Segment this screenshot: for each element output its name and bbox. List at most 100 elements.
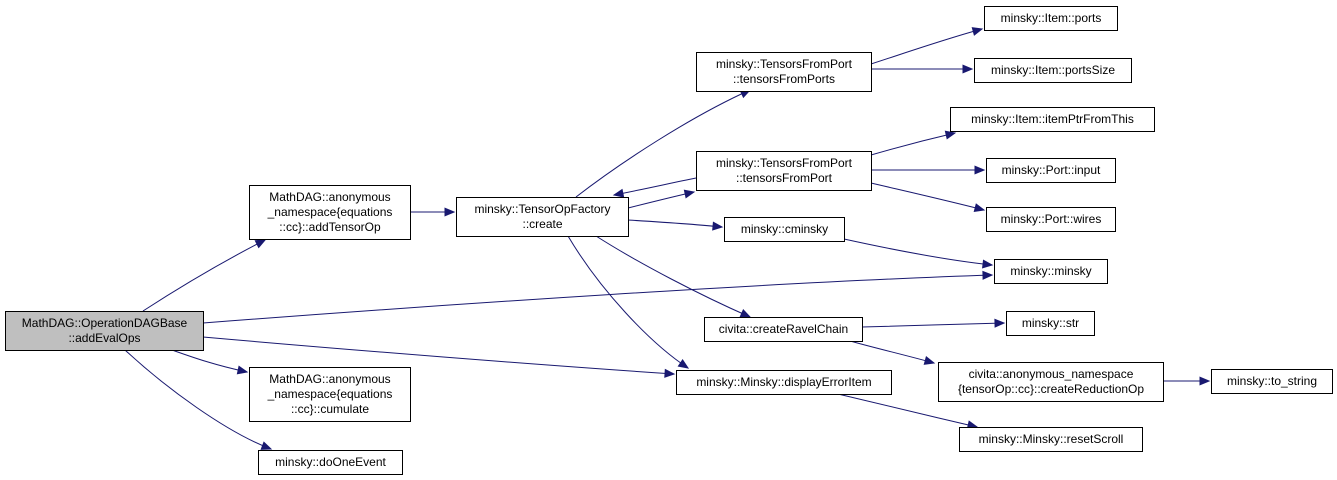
node-itemPtrFromThis[interactable]: minsky::Item::itemPtrFromThis [950,107,1155,132]
node-wires[interactable]: minsky::Port::wires [986,207,1116,232]
node-create[interactable]: minsky::TensorOpFactory::create [456,197,629,237]
arrowhead-icon [962,64,974,74]
edge-addEvalOps-to-displayErrorItem [202,336,676,378]
node-label-line: MathDAG::anonymous [269,190,390,204]
node-input[interactable]: minsky::Port::input [986,158,1116,183]
edge-addEvalOps-to-cumulate [171,349,249,375]
node-tensorsFromPorts[interactable]: minsky::TensorsFromPort::tensorsFromPort… [696,52,872,92]
arrowhead-icon [612,188,625,198]
arrowhead-icon [260,441,273,450]
edge-line [202,336,675,375]
arrowhead-icon [971,27,984,36]
node-addEvalOps[interactable]: MathDAG::OperationDAGBase::addEvalOps [5,311,204,351]
node-label-line: minsky::TensorsFromPort [716,57,853,71]
edge-create-to-createRavelChain [595,235,752,318]
node-box [249,185,411,240]
arrowhead-icon [254,239,267,249]
node-label-line: MathDAG::anonymous [269,372,390,386]
edge-line [627,191,695,209]
node-ports[interactable]: minsky::Item::ports [984,6,1118,31]
node-box [696,52,872,92]
node-label-line: ::addEvalOps [68,331,140,345]
node-label-line: ::tensorsFromPorts [733,72,835,86]
edge-line [861,322,1005,328]
edge-line [171,349,248,373]
node-label-line: MathDAG::OperationDAGBase [22,316,188,330]
edge-tensorsFromPorts-to-ports [870,27,984,65]
node-box [938,362,1164,402]
node-box [5,311,204,351]
node-cumulate[interactable]: MathDAG::anonymous_namespace{equations::… [249,367,411,422]
node-label-line: ::cc}::cumulate [291,402,369,416]
node-createRavelChain[interactable]: civita::createRavelChain [704,317,863,342]
edge-line [870,28,983,65]
edge-createReductionOp-to-to_string [1163,376,1211,386]
edge-line [142,239,266,312]
edge-addEvalOps-to-doOneEvent [124,349,273,450]
node-label-line: _namespace{equations [267,387,393,401]
node-resetScroll[interactable]: minsky::Minsky::resetScroll [959,427,1143,452]
arrowhead-icon [444,207,456,217]
edge-create-to-tensorsFromPort [627,189,696,209]
node-str[interactable]: minsky::str [1006,311,1095,336]
edge-tensorsFromPort-to-create [612,177,697,198]
arrowhead-icon [982,270,994,280]
node-createReductionOp[interactable]: civita::anonymous_namespace{tensorOp::cc… [938,362,1164,402]
edge-createRavelChain-to-createReductionOp [849,340,936,365]
edge-tensorsFromPort-to-itemPtrFromThis [870,130,957,156]
node-doOneEvent[interactable]: minsky::doOneEvent [258,450,403,475]
node-minsky[interactable]: minsky::minsky [994,259,1108,284]
node-box [456,197,629,237]
arrowhead-icon [683,189,696,199]
node-label-line: minsky::Port::wires [1001,212,1102,226]
node-label-line: minsky::cminsky [741,222,828,236]
edge-line [837,393,978,428]
node-label-line: minsky::minsky [1010,264,1091,278]
edge-tensorsFromPort-to-input [871,165,986,175]
node-label-line: ::cc}::addTensorOp [279,220,381,234]
edge-line [595,235,751,318]
edge-addEvalOps-to-addTensorOp [142,239,267,312]
node-box [724,217,845,242]
arrowhead-icon [944,130,957,140]
node-label-line: {tensorOp::cc}::createReductionOp [958,382,1144,396]
edge-line [843,238,993,266]
arrowhead-icon [712,221,724,231]
arrowhead-icon [677,358,690,369]
node-box [258,450,403,475]
node-label-line: ::create [522,217,562,231]
node-tensorsFromPort[interactable]: minsky::TensorsFromPort::tensorsFromPort [696,151,872,191]
edge-line [870,182,985,211]
arrowhead-icon [664,368,676,378]
edge-addTensorOp-to-create [410,207,456,217]
node-label-line: _namespace{equations [267,205,393,219]
node-cminsky[interactable]: minsky::cminsky [724,217,845,242]
node-to_string[interactable]: minsky::to_string [1211,369,1333,394]
node-label-line: minsky::TensorOpFactory [474,202,610,216]
node-label-line: minsky::Minsky::resetScroll [979,432,1124,446]
node-label-line: minsky::TensorsFromPort [716,156,853,170]
arrowhead-icon [973,203,986,213]
arrowhead-icon [974,165,986,175]
arrowhead-icon [982,259,994,269]
edge-tensorsFromPorts-to-portsSize [871,64,974,74]
arrowhead-icon [739,309,752,318]
node-displayErrorItem[interactable]: minsky::Minsky::displayErrorItem [676,370,892,395]
node-box [994,259,1108,284]
edge-create-to-cminsky [627,219,724,231]
arrowhead-icon [236,365,249,375]
node-box [959,427,1143,452]
node-box [986,207,1116,232]
arrowhead-icon [1199,376,1211,386]
nodes-layer: MathDAG::OperationDAGBase::addEvalOpsMat… [5,6,1333,475]
edge-line [627,219,723,228]
node-label-line: minsky::Port::input [1002,163,1101,177]
node-addTensorOp[interactable]: MathDAG::anonymous_namespace{equations::… [249,185,411,240]
edge-create-to-displayErrorItem [567,235,690,369]
node-portsSize[interactable]: minsky::Item::portsSize [974,58,1132,83]
node-label-line: civita::createRavelChain [719,322,848,336]
edge-line [613,177,697,196]
node-box [1211,369,1333,394]
node-label-line: minsky::Item::portsSize [991,63,1115,77]
